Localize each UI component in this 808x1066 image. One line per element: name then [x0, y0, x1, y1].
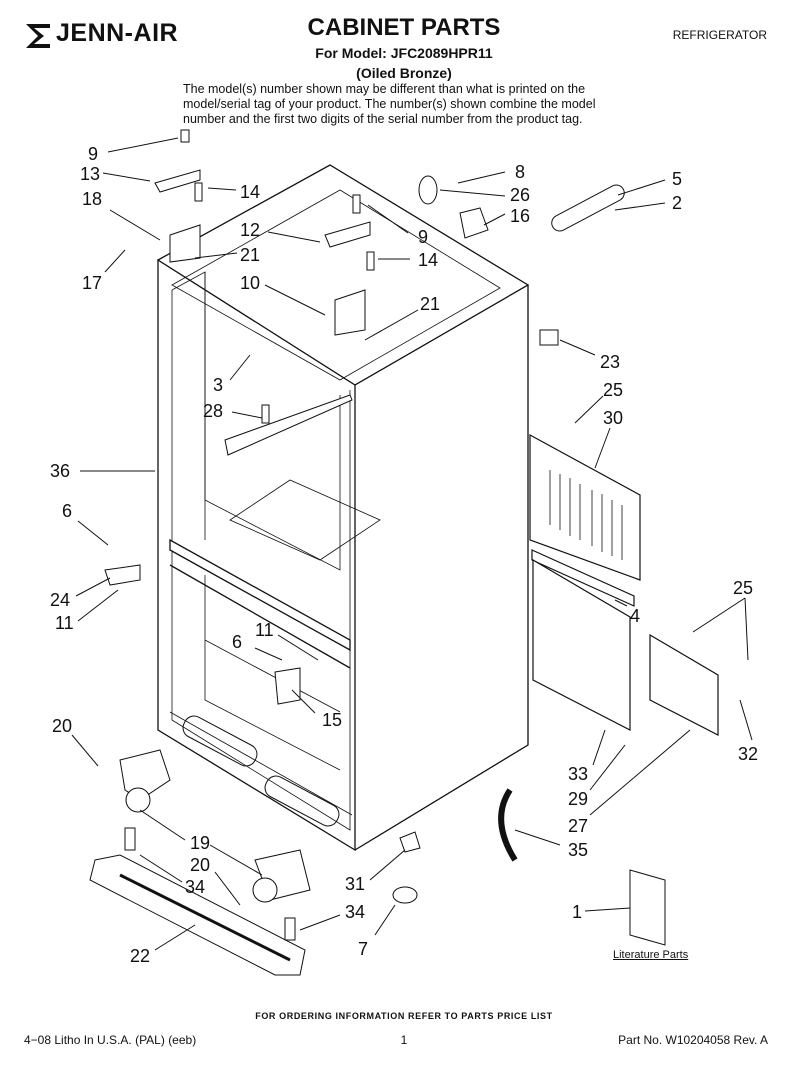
callout-label: 4 [630, 606, 640, 626]
callout-label: 34 [185, 877, 205, 897]
callout-label: 9 [88, 144, 98, 164]
callout-label: 24 [50, 590, 70, 610]
callout-label: 36 [50, 461, 70, 481]
callout-label: 27 [568, 816, 588, 836]
callout-label: 6 [232, 632, 242, 652]
callout-label: 21 [240, 245, 260, 265]
callout-label: 28 [203, 401, 223, 421]
callout-label: 18 [82, 189, 102, 209]
callout-label: 29 [568, 789, 588, 809]
callout-label: 25 [603, 380, 623, 400]
callout-label: 34 [345, 902, 365, 922]
page-number: 1 [400, 1033, 408, 1047]
callout-label: 25 [733, 578, 753, 598]
ordering-note: FOR ORDERING INFORMATION REFER TO PARTS … [255, 1011, 553, 1021]
callout-label: 21 [420, 294, 440, 314]
model-note-line: number and the first two digits of the s… [183, 112, 583, 126]
callout-label: 12 [240, 220, 260, 240]
callout-label: 5 [672, 169, 682, 189]
rear-panels [529, 433, 719, 736]
callout-label: 8 [515, 162, 525, 182]
callout-label: 13 [80, 164, 100, 184]
callout-label: 23 [600, 352, 620, 372]
callout-label: 3 [213, 375, 223, 395]
brand-logo: JENN-AIR [24, 14, 224, 54]
literature-parts-label: Literature Parts [613, 949, 689, 961]
callout-label: 9 [418, 227, 428, 247]
callout-labels: 9 13 18 17 14 21 12 9 14 10 21 8 26 16 5… [50, 144, 758, 966]
hardware-parts [89, 129, 666, 976]
callout-label: 1 [572, 902, 582, 922]
cabinet-shell [156, 164, 530, 852]
callout-label: 31 [345, 874, 365, 894]
callout-label: 16 [510, 206, 530, 226]
leader-lines [71, 137, 753, 951]
callout-label: 6 [62, 501, 72, 521]
callout-label: 14 [240, 182, 260, 202]
callout-label: 10 [240, 273, 260, 293]
callout-label: 17 [82, 273, 102, 293]
callout-label: 35 [568, 840, 588, 860]
callout-label: 20 [52, 716, 72, 736]
print-info: 4−08 Litho In U.S.A. (PAL) (eeb) [24, 1033, 197, 1047]
callout-label: 20 [190, 855, 210, 875]
jenn-air-logo-icon [26, 24, 50, 48]
finish-line: (Oiled Bronze) [356, 65, 452, 81]
callout-label: 14 [418, 250, 438, 270]
callout-label: 7 [358, 939, 368, 959]
callout-label: 19 [190, 833, 210, 853]
model-note-line: The model(s) number shown may be differe… [183, 82, 586, 96]
callout-label: 26 [510, 185, 530, 205]
callout-label: 32 [738, 744, 758, 764]
callout-label: 11 [55, 613, 74, 633]
callout-label: 30 [603, 408, 623, 428]
callout-label: 11 [255, 620, 274, 640]
category-label: REFRIGERATOR [672, 28, 767, 42]
page-title: CABINET PARTS [307, 14, 501, 41]
brand-wordmark: JENN-AIR [56, 19, 179, 47]
callout-label: 22 [130, 946, 150, 966]
callout-label: 2 [672, 193, 682, 213]
model-note-line: model/serial tag of your product. The nu… [183, 97, 596, 111]
model-note: The model(s) number shown may be differe… [183, 82, 653, 127]
callout-label: 15 [322, 710, 342, 730]
model-line: For Model: JFC2089HPR11 [315, 45, 493, 61]
part-number: Part No. W10204058 Rev. A [618, 1033, 768, 1047]
callout-label: 33 [568, 764, 588, 784]
